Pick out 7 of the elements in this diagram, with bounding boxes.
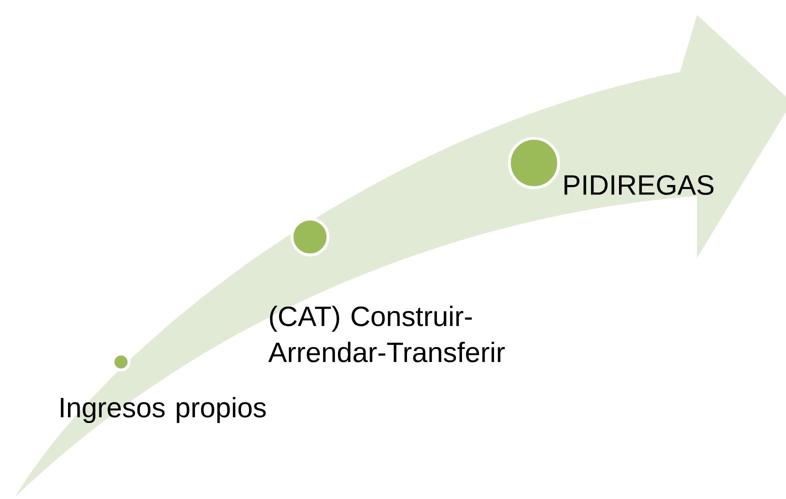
dot	[290, 218, 330, 256]
arrow-shape	[15, 15, 786, 497]
dot	[508, 136, 560, 190]
dot	[112, 352, 130, 372]
step-label: Ingresos propios	[60, 396, 266, 424]
step-label: PIDIREGAS	[564, 175, 714, 195]
step-label: (CAT) Construir-Arrendar-Transferir	[268, 306, 505, 362]
